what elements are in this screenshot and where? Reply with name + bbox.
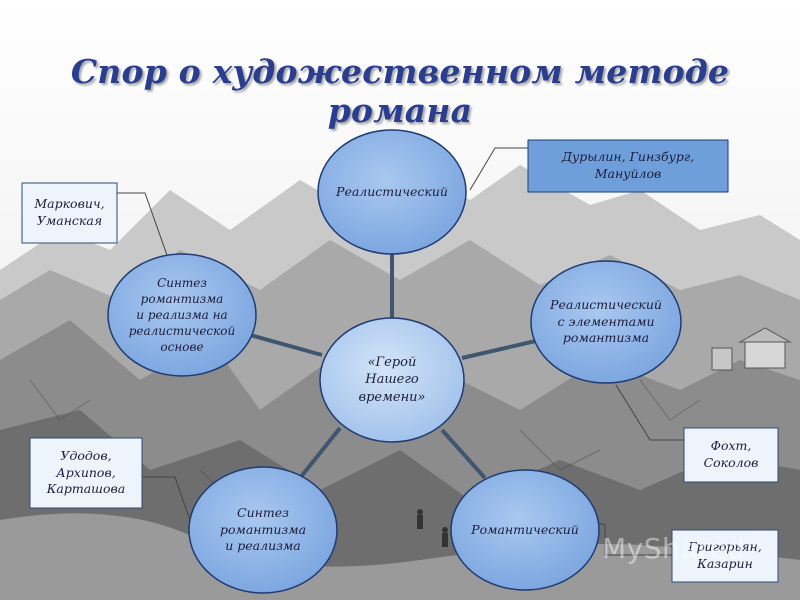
circle-synthesis	[188, 466, 338, 594]
box-udodov	[29, 437, 143, 509]
spoke-right	[461, 338, 541, 360]
method-romantic: Романтический	[471, 521, 579, 537]
leader-line-synthesis-realistic	[117, 192, 169, 259]
spoke-bottom-right	[440, 428, 487, 480]
leader-line-realistic-romantic	[615, 384, 684, 441]
box-markovich	[21, 182, 118, 244]
circle-romantic	[450, 469, 600, 591]
spokes	[249, 240, 541, 480]
circle-realistic-romantic	[530, 260, 682, 384]
method-synthesis-realistic: Синтез романтизма и реализма на реалисти…	[128, 275, 236, 355]
method-synthesis: Синтез романтизма и реализма	[219, 504, 307, 554]
circle-realistic	[317, 129, 467, 255]
scholars-synthesis: Удодов, Архипов, Карташова	[46, 447, 126, 497]
scholars-synthesis-realistic: Маркович, Уманская	[34, 196, 105, 228]
circle-center	[319, 317, 465, 443]
box-durylin	[527, 139, 729, 193]
center-novel-title: «Герой Нашего времени»	[358, 354, 426, 405]
circle-synthesis-realistic	[107, 253, 257, 377]
scholars-realistic-romantic: Фохт, Соколов	[703, 438, 759, 470]
scholars-romantic: Григорьян, Казарин	[688, 539, 762, 571]
box-grigoryan	[671, 529, 779, 583]
spoke-left	[249, 333, 323, 357]
scholars-realistic: Дурылин, Гинзбург, Мануйлов	[561, 149, 695, 181]
leader-lines	[117, 147, 684, 556]
method-realistic-romantic: Реалистический с элементами романтизма	[550, 296, 662, 346]
leader-line-realistic	[469, 147, 528, 191]
method-realistic: Реалистический	[336, 183, 448, 199]
spoke-bottom-left	[298, 426, 342, 480]
leader-line-synthesis	[142, 476, 191, 521]
page-title: Спор о художественном методе романа	[70, 52, 730, 130]
box-fokht	[683, 427, 779, 483]
watermark-logo: MyShared	[602, 532, 746, 565]
